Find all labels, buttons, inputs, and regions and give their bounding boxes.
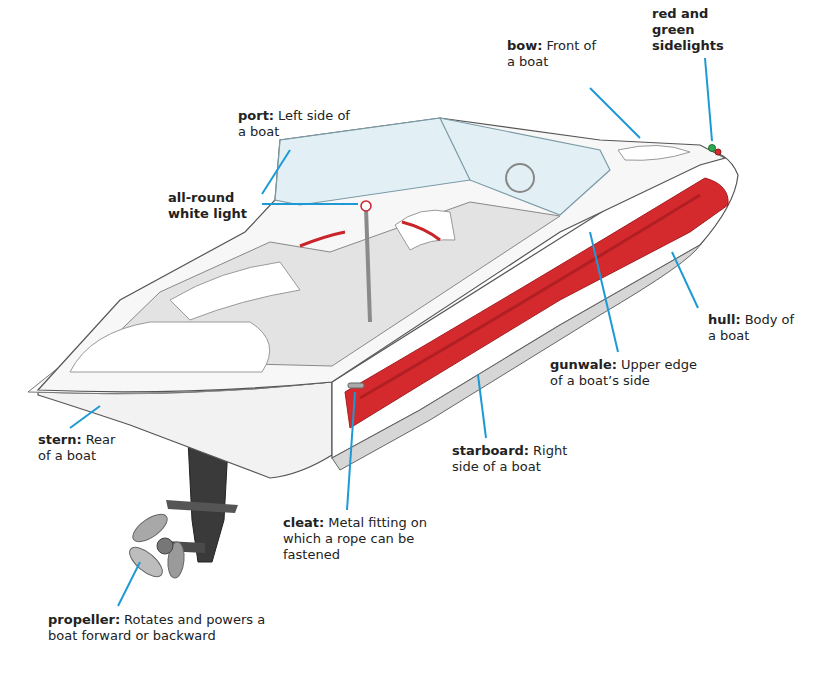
leader-line [118, 562, 140, 606]
callout-label: bow:Front of a boat [507, 38, 597, 70]
callout-label: starboard:Right side of a boat [452, 443, 594, 475]
part-name: propeller: [48, 612, 120, 627]
callout-label: cleat:Metal fitting on which a rope can … [283, 515, 435, 563]
part-name: starboard: [452, 443, 529, 458]
sun-pad [70, 322, 270, 372]
windshield [275, 118, 610, 215]
part-name: port: [238, 108, 274, 123]
steering-wheel [506, 164, 534, 192]
leader-line [478, 375, 486, 438]
seat-accent [402, 222, 440, 240]
part-name: bow: [507, 38, 542, 53]
part-name: hull: [708, 312, 741, 327]
callout-label: gunwale:Upper edge of a boat’s side [550, 357, 712, 389]
green-sidelight [709, 145, 716, 152]
callout-label: hull:Body of a boat [708, 312, 796, 344]
leader-line [590, 88, 640, 138]
part-name: all-round white light [168, 190, 247, 221]
red-sidelight [715, 149, 721, 155]
leader-line [262, 203, 358, 205]
rear-seat [170, 262, 300, 320]
deck [38, 118, 725, 392]
cleat [348, 383, 364, 388]
callout-label: propeller:Rotates and powers a boat forw… [48, 612, 284, 644]
white-light [361, 201, 371, 211]
transom [38, 382, 332, 478]
leader-line [672, 252, 698, 308]
leader-lines [70, 58, 712, 606]
callout-label: stern:Rear of a boat [38, 432, 132, 464]
windshield-frame [440, 118, 470, 180]
leader-line [347, 392, 355, 510]
part-name: red and green sidelights [652, 6, 724, 53]
leader-line [705, 58, 712, 141]
leader-line [590, 232, 618, 352]
part-name: cleat: [283, 515, 324, 530]
part-name: gunwale: [550, 357, 617, 372]
part-name: stern: [38, 432, 82, 447]
leader-line [70, 406, 100, 428]
helm-seat [395, 210, 455, 250]
callout-label: all-round white light [168, 190, 264, 222]
bow-seat [618, 145, 690, 160]
cavitation-plate [166, 500, 238, 513]
seat-accent [300, 232, 345, 246]
light-pole [366, 208, 370, 322]
leader-line [262, 150, 290, 194]
propeller [125, 509, 186, 582]
callout-label: port:Left side of a boat [238, 108, 352, 140]
callout-label: red and green sidelights [652, 6, 736, 54]
